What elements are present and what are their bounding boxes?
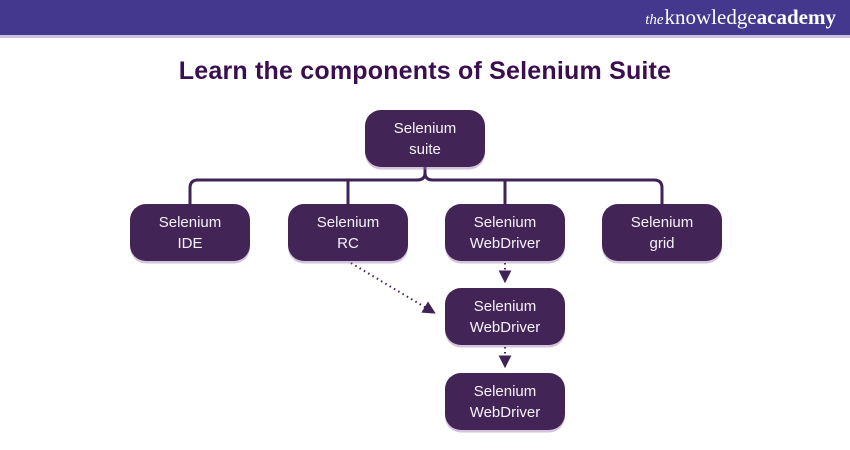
node-label-line: Selenium [316, 213, 380, 231]
brand-logo-the: the [645, 12, 664, 28]
node-label-line: suite [409, 140, 441, 158]
node-label-line: WebDriver [469, 318, 541, 336]
dotted-arrow-rc-to-webdriver [350, 262, 436, 314]
brand-logo-knowledge: knowledge [664, 5, 757, 29]
tree-connector-left [188, 166, 427, 205]
page-title: Learn the components of Selenium Suite [178, 57, 672, 85]
node-label-line: Selenium [630, 213, 694, 231]
node-label-line: IDE [177, 234, 203, 252]
node-selenium-webdriver: Selenium WebDriver [445, 204, 565, 261]
node-label-line: grid [649, 234, 675, 252]
node-selenium-suite: Selenium suite [365, 110, 485, 167]
node-label-line: Selenium [158, 213, 222, 231]
node-label-line: Selenium [393, 119, 457, 137]
node-label-line: RC [337, 234, 359, 252]
node-selenium-ide: Selenium IDE [130, 204, 250, 261]
brand-logo-academy: academy [756, 5, 836, 29]
node-label-line: Selenium [473, 297, 537, 315]
tree-connector-right [423, 166, 664, 205]
node-label-line: Selenium [473, 382, 537, 400]
node-selenium-webdriver-level3: Selenium WebDriver [445, 288, 565, 345]
node-label-line: WebDriver [469, 403, 541, 421]
node-selenium-grid: Selenium grid [602, 204, 722, 261]
node-label-line: Selenium [473, 213, 537, 231]
node-label-line: WebDriver [469, 234, 541, 252]
node-selenium-rc: Selenium RC [288, 204, 408, 261]
node-selenium-webdriver-level4: Selenium WebDriver [445, 373, 565, 430]
